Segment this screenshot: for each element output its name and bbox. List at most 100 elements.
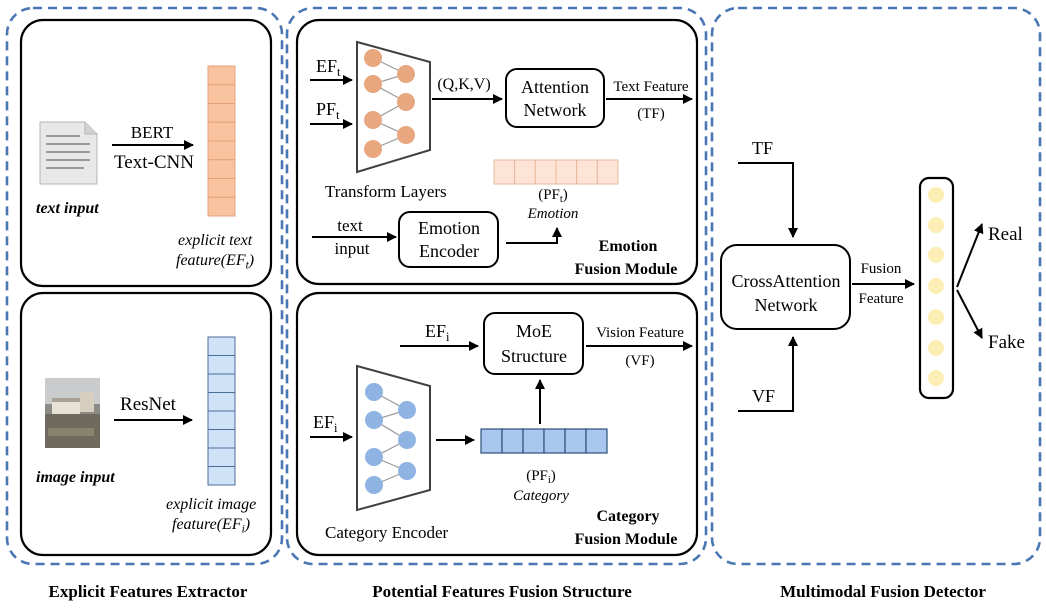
- emotion-encoder-box: [398, 211, 499, 268]
- network-node: [398, 401, 416, 419]
- vector-cell: [207, 121, 236, 142]
- real-label: Real: [988, 224, 1023, 245]
- vector-cell: [207, 429, 236, 449]
- explicit-image-label-line1: explicit image: [166, 496, 257, 513]
- vector-cell: [207, 392, 236, 412]
- network-node: [365, 476, 383, 494]
- fusion-label: Fusion: [860, 261, 902, 277]
- vector-cell: [522, 428, 545, 454]
- vision-feature-label: Vision Feature: [596, 325, 684, 341]
- vector-cell: [480, 428, 503, 454]
- network-node: [364, 111, 382, 129]
- vector-cell: [207, 159, 236, 179]
- moe-box-line2: Structure: [501, 346, 567, 366]
- fusion-node: [928, 340, 944, 356]
- fusion-feature-nodes: [928, 187, 944, 386]
- text-cnn-label: Text-CNN: [114, 152, 194, 173]
- attention-network-box: [505, 68, 605, 128]
- category-module-title-line1: Category: [596, 508, 660, 525]
- vector-cell: [207, 466, 236, 486]
- fusion-node: [928, 309, 944, 325]
- pft-label: PFt: [316, 99, 340, 122]
- image-extractor-panel: [19, 291, 273, 557]
- vector-cell: [207, 103, 236, 123]
- fake-arrow: [956, 289, 983, 339]
- vector-cell: [207, 65, 236, 86]
- vector-cell: [207, 196, 236, 217]
- efi-encoder-label: EFi: [313, 412, 338, 435]
- vector-cell: [501, 428, 524, 454]
- feature-label: Feature: [858, 291, 904, 307]
- vector-cell: [207, 178, 236, 198]
- vector-cell: [493, 159, 516, 185]
- document-icon: [39, 121, 98, 185]
- network-node: [397, 126, 415, 144]
- section-title-potential: Potential Features Fusion Structure: [372, 582, 632, 601]
- cross-attention-line1: CrossAttention: [731, 271, 841, 291]
- emotion-module-title-line1: Emotion: [598, 238, 658, 255]
- network-node: [364, 49, 382, 67]
- emotion-caption: Emotion: [527, 206, 579, 222]
- vector-cell: [207, 373, 236, 393]
- explicit-image-label-line2: feature(EFi): [172, 516, 251, 536]
- text-input-line2: input: [334, 239, 370, 258]
- emotion-encoder-output-arrow: [506, 227, 562, 244]
- flood-image-thumbnail: [45, 378, 100, 448]
- moe-structure-box: [483, 312, 584, 375]
- vf-arrow: [738, 336, 798, 412]
- detector-section: [710, 6, 1042, 566]
- fusion-node: [928, 370, 944, 386]
- qkv-label: (Q,K,V): [437, 76, 491, 93]
- network-node: [365, 448, 383, 466]
- vector-cell: [534, 159, 557, 185]
- transform-layers-network: [364, 49, 415, 158]
- text-feature-tf-label: (TF): [637, 106, 665, 122]
- emotion-encoder-line2: Encoder: [419, 241, 479, 261]
- vector-cell: [596, 159, 619, 185]
- transform-layers-label: Transform Layers: [325, 182, 447, 201]
- category-caption: Category: [513, 488, 569, 504]
- network-node: [365, 383, 383, 401]
- vector-cell: [564, 428, 587, 454]
- fusion-structure-section: [285, 6, 708, 566]
- vector-cell: [207, 355, 236, 375]
- category-encoder-network: [365, 383, 416, 494]
- emotion-encoder-line1: Emotion: [418, 218, 480, 238]
- text-feature-label: Text Feature: [613, 79, 689, 95]
- fusion-node: [928, 278, 944, 294]
- image-input-label: image input: [36, 469, 115, 486]
- cross-attention-box: [720, 244, 851, 330]
- category-encoder-label: Category Encoder: [325, 523, 449, 542]
- fusion-node: [928, 247, 944, 263]
- network-node: [364, 140, 382, 158]
- fusion-node: [928, 217, 944, 233]
- vector-cell: [585, 428, 608, 454]
- vector-cell: [555, 159, 578, 185]
- text-input-label: text input: [36, 200, 99, 217]
- vector-cell: [207, 410, 236, 430]
- category-module-title-line2: Fusion Module: [574, 531, 678, 548]
- explicit-text-feature-vector: [207, 65, 236, 217]
- vector-cell: [207, 336, 236, 356]
- potential-emotion-feature-vector: [493, 159, 619, 185]
- moe-box-line1: MoE: [516, 321, 552, 341]
- text-input-line1: text: [337, 216, 363, 235]
- section-title-explicit: Explicit Features Extractor: [48, 582, 248, 601]
- network-node: [364, 75, 382, 93]
- vector-cell: [576, 159, 598, 185]
- explicit-text-label-line1: explicit text: [178, 232, 253, 249]
- category-fusion-panel: [295, 291, 699, 557]
- vector-cell: [543, 428, 566, 454]
- resnet-label: ResNet: [120, 394, 176, 415]
- emotion-fusion-panel: [295, 18, 699, 286]
- network-node: [365, 411, 383, 429]
- attention-box-line1: Attention: [521, 77, 589, 97]
- potential-category-feature-vector: [480, 428, 608, 454]
- real-arrow: [956, 223, 984, 288]
- explicit-image-feature-vector: [207, 336, 236, 486]
- explicit-extractor-section: [5, 6, 284, 566]
- network-node: [397, 93, 415, 111]
- network-node: [397, 65, 415, 83]
- efi-moe-label: EFi: [425, 321, 450, 344]
